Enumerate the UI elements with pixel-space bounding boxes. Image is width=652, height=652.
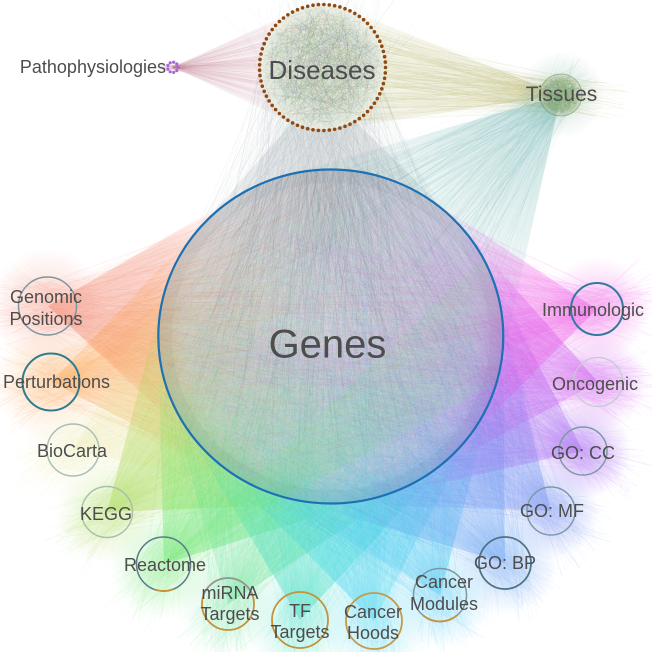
svg-text:Genomic: Genomic bbox=[10, 287, 82, 307]
svg-text:TF: TF bbox=[289, 601, 311, 621]
svg-text:KEGG: KEGG bbox=[80, 504, 132, 524]
svg-text:GO: BP: GO: BP bbox=[474, 553, 536, 573]
svg-text:Genes: Genes bbox=[269, 323, 387, 367]
svg-text:Immunologic: Immunologic bbox=[542, 300, 644, 320]
svg-text:GO: MF: GO: MF bbox=[520, 501, 584, 521]
svg-text:Positions: Positions bbox=[9, 309, 82, 329]
svg-text:Hoods: Hoods bbox=[347, 623, 399, 643]
svg-text:Modules: Modules bbox=[410, 594, 478, 614]
svg-text:Reactome: Reactome bbox=[124, 555, 206, 575]
svg-text:Oncogenic: Oncogenic bbox=[552, 374, 638, 394]
svg-text:Perturbations: Perturbations bbox=[3, 372, 110, 392]
svg-text:BioCarta: BioCarta bbox=[37, 441, 108, 461]
svg-text:Pathophysiologies: Pathophysiologies bbox=[20, 57, 166, 77]
svg-text:Targets: Targets bbox=[200, 604, 259, 624]
svg-text:Tissues: Tissues bbox=[526, 83, 598, 106]
svg-text:Cancer: Cancer bbox=[415, 572, 473, 592]
svg-text:miRNA: miRNA bbox=[202, 583, 259, 603]
svg-text:Targets: Targets bbox=[270, 622, 329, 642]
svg-text:Diseases: Diseases bbox=[269, 55, 376, 85]
svg-text:GO: CC: GO: CC bbox=[551, 443, 615, 463]
svg-text:Cancer: Cancer bbox=[344, 602, 402, 622]
